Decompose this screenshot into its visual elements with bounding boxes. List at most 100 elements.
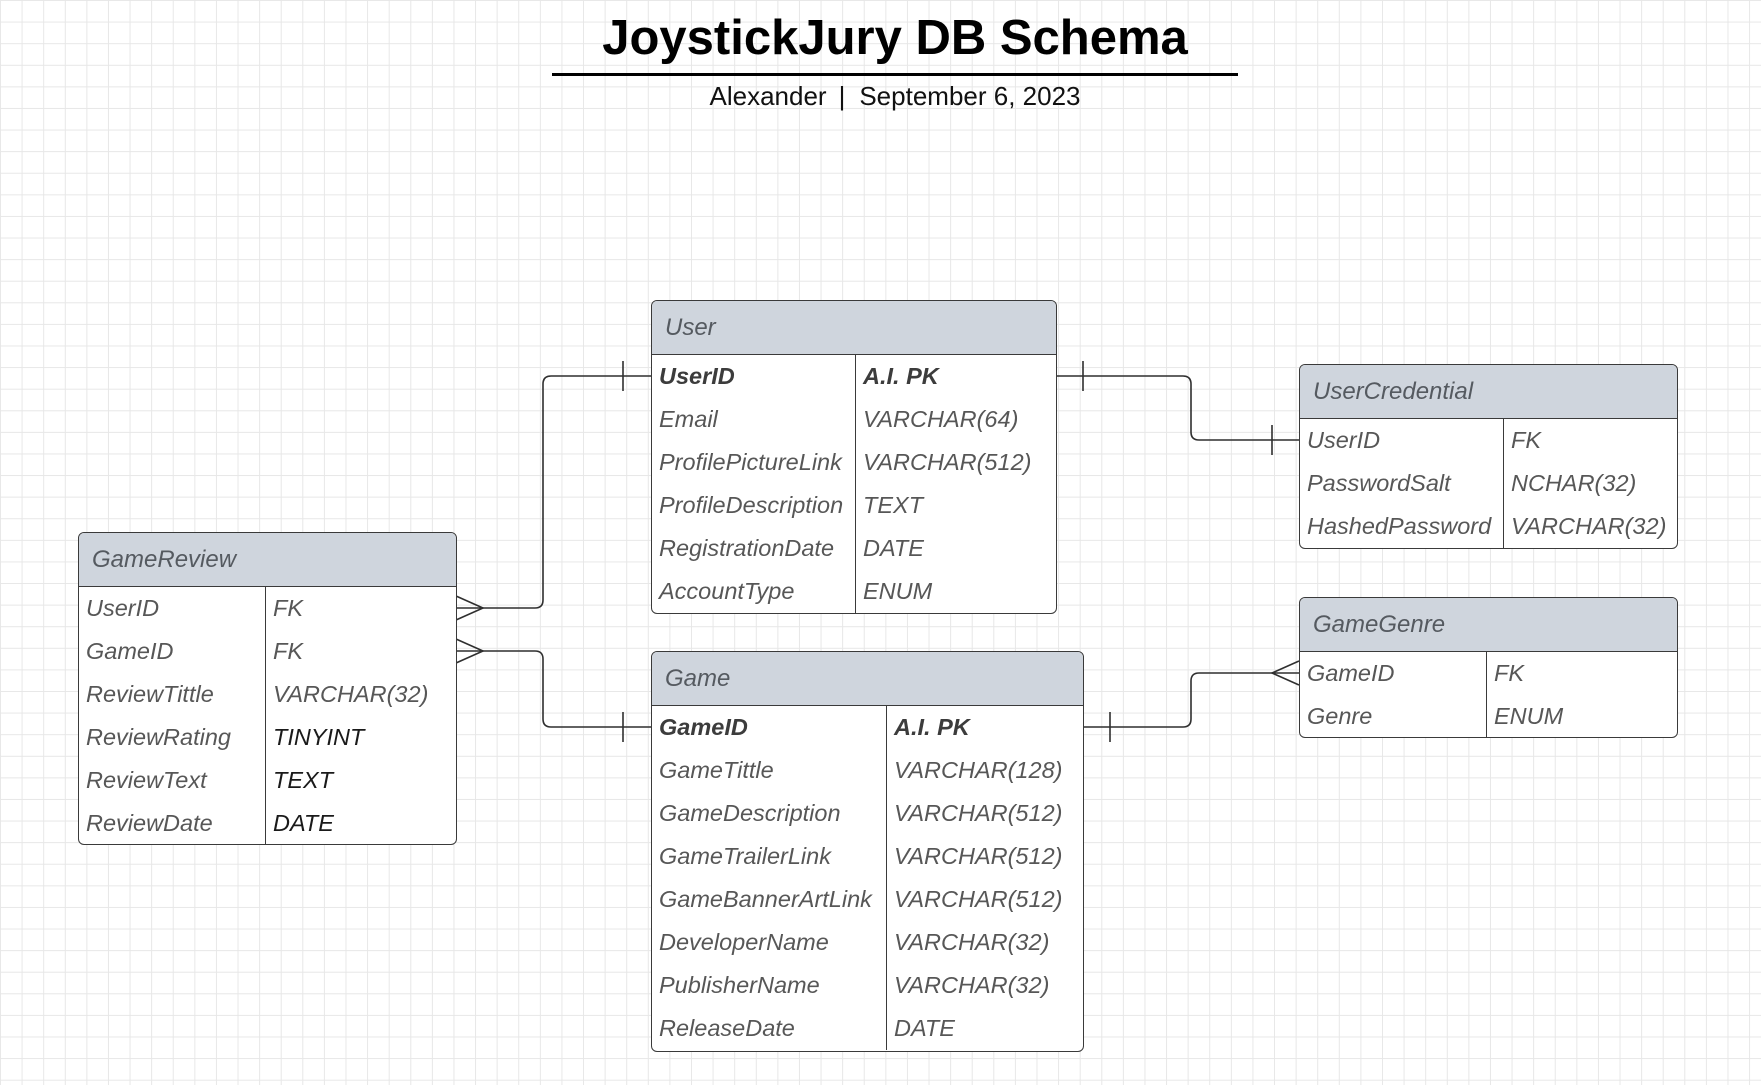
field-name: PublisherName (652, 964, 887, 1007)
field-row: GameID A.I. PK (652, 706, 1083, 749)
field-row: Email VARCHAR(64) (652, 398, 1056, 441)
field-name: UserID (1300, 419, 1504, 462)
field-name: PasswordSalt (1300, 462, 1504, 505)
entity-gamereview[interactable]: GameReview UserID FK GameID FK ReviewTittl… (78, 532, 457, 845)
field-row: GameDescription VARCHAR(512) (652, 792, 1083, 835)
field-name: GameID (79, 630, 266, 673)
field-type: VARCHAR(512) (894, 886, 1063, 912)
connector-game-gamegenre (1083, 672, 1299, 728)
entity-title: User (652, 301, 1056, 355)
diagram-header: JoystickJury DB Schema Alexander | Septemb… (552, 0, 1238, 112)
field-name: Genre (1300, 695, 1487, 737)
entity-title: Game (652, 652, 1083, 706)
field-name: GameID (1300, 652, 1487, 695)
field-type: NCHAR(32) (1511, 470, 1637, 496)
field-row: ReviewRating TINYINT (79, 716, 456, 759)
entity-game[interactable]: Game GameID A.I. PK GameTittle VARCHAR(128… (651, 651, 1084, 1052)
field-row: PublisherName VARCHAR(32) (652, 964, 1083, 1007)
entity-gamegenre[interactable]: GameGenre GameID FK Genre ENUM (1299, 597, 1678, 738)
field-row: ReviewDate DATE (79, 802, 456, 844)
field-name: ProfileDescription (652, 484, 856, 527)
field-row: ProfileDescription TEXT (652, 484, 1056, 527)
crowfoot-gamereview-userid (455, 595, 485, 621)
field-name: GameID (652, 706, 887, 749)
field-name: UserID (79, 587, 266, 630)
field-type: TEXT (863, 492, 924, 518)
field-type: A.I. PK (894, 714, 970, 740)
field-row: UserID FK (1300, 419, 1677, 462)
field-row: UserID A.I. PK (652, 355, 1056, 398)
entity-usercredential[interactable]: UserCredential UserID FK PasswordSalt NCHA… (1299, 364, 1678, 549)
field-type: VARCHAR(512) (894, 843, 1063, 869)
field-type: VARCHAR(32) (894, 972, 1050, 998)
field-type: DATE (863, 535, 924, 561)
field-type: TEXT (273, 767, 334, 793)
field-name: AccountType (652, 570, 856, 613)
field-type: VARCHAR(512) (863, 449, 1032, 475)
connector-user-gamereview (456, 375, 651, 609)
field-type: DATE (894, 1015, 955, 1041)
diagram-title: JoystickJury DB Schema (602, 11, 1188, 65)
crowfoot-gamereview-gameid (455, 638, 485, 664)
connector-game-gamereview (456, 650, 651, 728)
field-name: ReviewText (79, 759, 266, 802)
field-name: RegistrationDate (652, 527, 856, 570)
entity-title: UserCredential (1300, 365, 1677, 419)
field-row: ReviewText TEXT (79, 759, 456, 802)
field-name: ProfilePictureLink (652, 441, 856, 484)
field-type: VARCHAR(32) (894, 929, 1050, 955)
field-type: VARCHAR(32) (273, 681, 429, 707)
field-row: GameID FK (79, 630, 456, 673)
field-row: DeveloperName VARCHAR(32) (652, 921, 1083, 964)
field-row: GameID FK (1300, 652, 1677, 695)
field-type: VARCHAR(32) (1511, 513, 1667, 539)
field-type: FK (1494, 660, 1525, 686)
field-type: FK (273, 595, 304, 621)
field-type: TINYINT (273, 724, 365, 750)
field-type: DATE (273, 810, 334, 836)
field-type: VARCHAR(64) (863, 406, 1019, 432)
field-row: ReviewTittle VARCHAR(32) (79, 673, 456, 716)
diagram-subtitle: Alexander | September 6, 2023 (552, 80, 1238, 112)
field-row: RegistrationDate DATE (652, 527, 1056, 570)
entity-title: GameGenre (1300, 598, 1677, 652)
field-row: HashedPassword VARCHAR(32) (1300, 505, 1677, 548)
field-row: UserID FK (79, 587, 456, 630)
field-name: GameTittle (652, 749, 887, 792)
field-row: GameTittle VARCHAR(128) (652, 749, 1083, 792)
field-name: HashedPassword (1300, 505, 1504, 548)
field-row: ProfilePictureLink VARCHAR(512) (652, 441, 1056, 484)
entity-title: GameReview (79, 533, 456, 587)
entity-user[interactable]: User UserID A.I. PK Email VARCHAR(64) Prof… (651, 300, 1057, 614)
field-type: FK (1511, 427, 1542, 453)
field-name: DeveloperName (652, 921, 887, 964)
field-name: UserID (652, 355, 856, 398)
field-name: ReleaseDate (652, 1007, 887, 1050)
field-type: VARCHAR(128) (894, 757, 1063, 783)
field-name: ReviewDate (79, 802, 266, 844)
field-row: ReleaseDate DATE (652, 1007, 1083, 1050)
title-underline (552, 73, 1238, 76)
field-row: GameBannerArtLink VARCHAR(512) (652, 878, 1083, 921)
field-name: GameBannerArtLink (652, 878, 887, 921)
field-row: Genre ENUM (1300, 695, 1677, 737)
field-type: ENUM (1494, 703, 1564, 729)
field-type: ENUM (863, 578, 933, 604)
field-name: GameTrailerLink (652, 835, 887, 878)
field-type: A.I. PK (863, 363, 939, 389)
field-type: FK (273, 638, 304, 664)
subtitle-separator: | (838, 81, 846, 111)
field-name: Email (652, 398, 856, 441)
crowfoot-gamegenre-gameid (1270, 660, 1300, 686)
field-row: PasswordSalt NCHAR(32) (1300, 462, 1677, 505)
field-row: AccountType ENUM (652, 570, 1056, 613)
date-label: September 6, 2023 (859, 81, 1081, 111)
connector-user-usercredential (1056, 375, 1299, 441)
field-name: ReviewRating (79, 716, 266, 759)
author-label: Alexander (709, 81, 827, 111)
field-type: VARCHAR(512) (894, 800, 1063, 826)
field-row: GameTrailerLink VARCHAR(512) (652, 835, 1083, 878)
field-name: GameDescription (652, 792, 887, 835)
field-name: ReviewTittle (79, 673, 266, 716)
